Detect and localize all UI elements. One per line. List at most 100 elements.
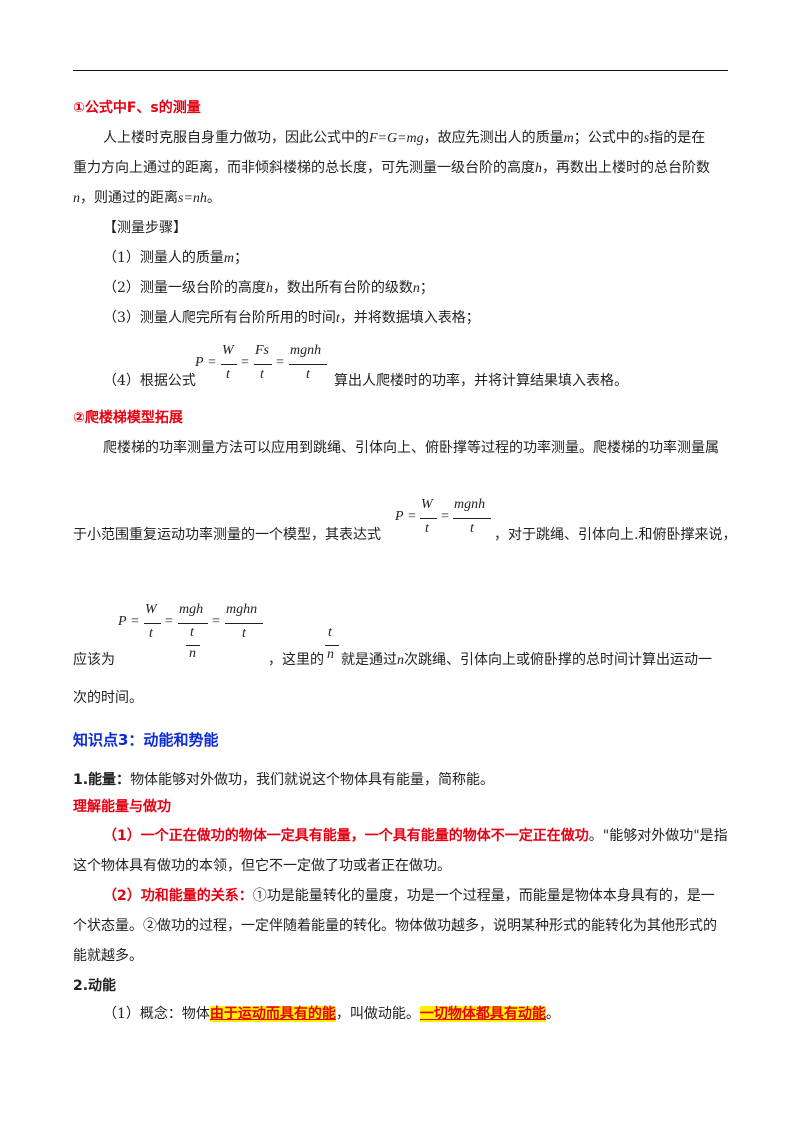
text: 。 [206,190,221,206]
subheading-understand: 理解能量与做功 [73,797,171,817]
section-title-text: ②爬楼梯模型拓展 [73,410,183,426]
formula-symbol: n [327,647,334,662]
text: 指的是在 [649,130,706,146]
text: 应该为 [73,652,115,668]
formula-symbol: P [118,614,127,629]
text: ，则通过的距离 [80,190,178,206]
text: 算出人爬楼时的功率，并将计算结果填入表格。 [334,373,628,389]
text: 次的时间。 [73,690,143,706]
paragraph-line: 就是通过n次跳绳、引体向上或俯卧撑的总时间计算出运动一 [341,650,712,671]
fraction-bar [221,364,237,365]
formula-symbol: t [425,521,429,536]
formula-symbol: = [165,614,173,629]
formula-symbol: = [212,614,220,629]
text: 这个物体具有做功的本领，但它不一定做了功或者正在做功。 [73,858,451,874]
text: （2）测量一级台阶的高度 [103,280,266,296]
text: 人上楼时克服自身重力做功，因此公式中的 [103,130,369,146]
text: m [223,251,235,266]
text: 爬楼梯的功率测量方法可以应用到跳绳、引体向上、俯卧撑等过程的功率测量。爬楼梯的功… [103,440,719,456]
step-3: （3）测量人爬完所有台阶所用的时间t，并将数据填入表格； [103,308,480,329]
paragraph-line: 爬楼梯的功率测量方法可以应用到跳绳、引体向上、俯卧撑等过程的功率测量。爬楼梯的功… [103,438,719,458]
formula-symbol: n [189,646,196,661]
text: n [397,653,404,668]
text: 物体能够对外做功，我们就说这个物体具有能量，简称能。 [130,772,495,788]
formula-symbol: t [328,625,332,640]
text: n [412,281,420,296]
highlight-text: 由于运动而具有的能 [209,1006,336,1022]
paragraph-line: 于小范围重复运动功率测量的一个模型，其表达式 [73,525,381,545]
paragraph-line: ，对于跳绳、引体向上.和俯卧撑来说， [494,525,736,545]
text: （4）根据公式 [103,373,196,389]
fraction-bar [178,623,208,624]
text: （1）一个正在做功的物体一定具有能量，一个具有能量的物体不一定正在做功 [103,828,589,844]
formula-symbol: t [226,367,230,382]
fraction-bar [453,518,491,519]
text: 。"能够对外做功"是指 [588,828,728,844]
paragraph-line: ，这里的 [268,650,324,670]
text: ；公式中的 [573,130,644,146]
paragraph-line: 应该为 [73,650,115,670]
highlight-text: 一切物体都具有动能 [419,1006,546,1022]
paragraph-line: （1）一个正在做功的物体一定具有能量，一个具有能量的物体不一定正在做功。"能够对… [103,826,728,846]
step-1: （1）测量人的质量m； [103,248,248,269]
kinetic-energy-title: 2.动能 [73,976,116,996]
fraction-bar [144,623,161,624]
text: （3）测量人爬完所有台阶所用的时间 [103,310,336,326]
text: h [265,281,273,296]
text: 理解能量与做功 [73,799,171,815]
formula-symbol: = [208,355,216,370]
paragraph-line: 这个物体具有做功的本领，但它不一定做了功或者正在做功。 [73,856,451,876]
text: 次跳绳、引体向上或俯卧撑的总时间计算出运动一 [404,652,712,668]
fraction-bar [186,645,200,646]
text: ，对于跳绳、引体向上.和俯卧撑来说， [494,527,737,543]
formula-symbol: t [470,521,474,536]
paragraph-line: 个状态量。②做功的过程，一定伴随着能量的转化。物体做功越多，说明某种形式的能转化… [73,916,717,936]
text: ； [419,280,434,296]
formula-power-model: P = W t = mgnh t [395,495,495,545]
formula-symbol: t [190,625,194,640]
formula-symbol: W [421,497,433,512]
formula-symbol: mgnh [454,497,486,512]
formula-symbol: t [242,626,246,641]
text: s [643,131,650,146]
text: ； [234,250,249,266]
text: h [535,161,542,176]
fraction-bar [254,364,272,365]
paragraph-line: 重力方向上通过的距离，而非倾斜楼梯的总长度，可先测量一级台阶的高度h，再数出上楼… [73,158,710,179]
formula-symbol: W [222,343,234,358]
text: 能就越多。 [73,948,143,964]
kinetic-energy-concept: （1）概念：物体由于运动而具有的能，叫做动能。一切物体都具有动能。 [103,1004,560,1024]
text: ，叫做动能。 [335,1006,420,1022]
paragraph-line: 次的时间。 [73,688,143,708]
text: ，故应先测出人的质量 [423,130,564,146]
text: 于小范围重复运动功率测量的一个模型，其表达式 [73,527,381,543]
text: 【测量步骤】 [103,220,187,236]
formula-symbol: mgh [179,602,204,617]
formula-symbol: = [276,355,284,370]
paragraph-line: n，则通过的距离s=nh。 [73,188,221,209]
text: 。 [545,1006,560,1022]
text: n [73,191,80,206]
formula-symbol: = [241,355,249,370]
steps-title: 【测量步骤】 [103,218,187,238]
formula-symbol: t [306,367,310,382]
section-title-measurement: ①公式中F、s的测量 [73,98,201,118]
formula-symbol: mghn [226,602,258,617]
header-rule [73,70,728,71]
text: 就是通过 [341,652,397,668]
paragraph-line: （2）功和能量的关系：①功是能量转化的量度，功是一个过程量，而能量是物体本身具有… [103,886,715,906]
text: ，数出所有台阶的级数 [272,280,413,296]
formula-symbol: = [131,614,139,629]
formula-symbol: W [145,602,157,617]
text: （1）测量人的质量 [103,250,224,266]
formula-symbol: = [408,509,416,524]
formula-symbol: P [395,509,404,524]
text: 重力方向上通过的距离，而非倾斜楼梯的总长度，可先测量一级台阶的高度 [73,160,535,176]
formula-t-over-n: t n [325,625,341,670]
text: F=G=mg [369,131,424,146]
step-4-suffix: 算出人爬楼时的功率，并将计算结果填入表格。 [334,371,628,391]
formula-power-stairs: P = W t = Fs t = mgnh t [195,340,335,390]
text: 2.动能 [73,978,117,994]
fraction-bar [289,364,327,365]
text: ，并将数据填入表格； [339,310,480,326]
